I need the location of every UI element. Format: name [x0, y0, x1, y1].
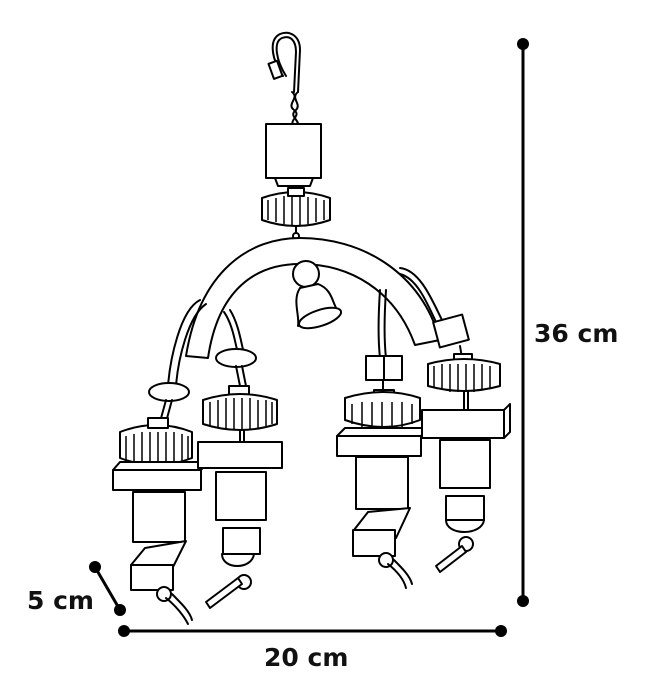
- left-inner-branch: [197, 348, 283, 609]
- depth-dimension-line: [89, 561, 126, 616]
- width-dimension-line: [118, 625, 507, 637]
- height-dimension-line: [517, 38, 529, 607]
- right-inner-branch: [336, 355, 430, 589]
- carabiner-icon: [267, 31, 301, 93]
- right-outer-branch: [421, 313, 511, 573]
- height-label: 36 cm: [534, 319, 619, 348]
- left-outer-branch: [112, 382, 209, 625]
- width-label: 20 cm: [264, 643, 349, 672]
- top-wood-block: [265, 123, 322, 179]
- bell-icon: [292, 260, 343, 330]
- depth-label: 5 cm: [27, 586, 94, 615]
- top-gear-icon: [261, 187, 331, 227]
- chain-icon: [290, 91, 300, 127]
